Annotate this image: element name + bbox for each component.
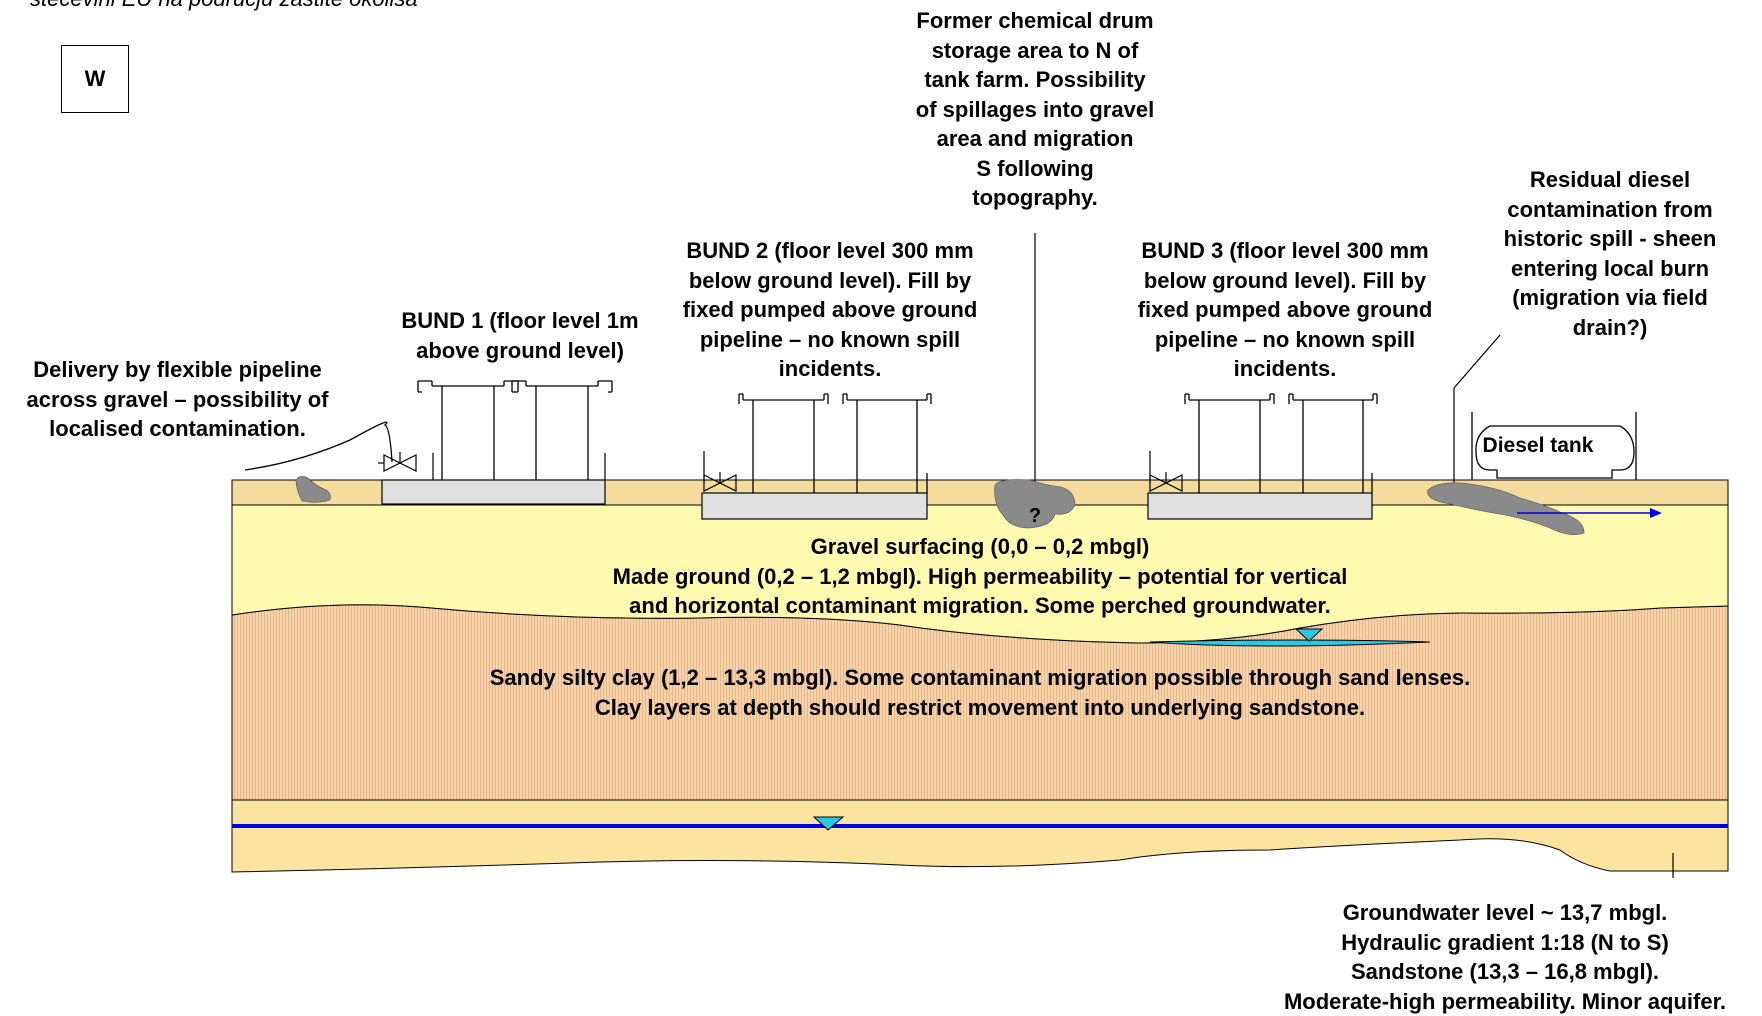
sandstone-layer: [231, 799, 1729, 873]
west-label: W: [84, 66, 106, 91]
diesel-residual-label: Residual diesel contamination from histo…: [1503, 167, 1717, 340]
bund2-floor: [701, 492, 928, 520]
bund1-label: BUND 1 (floor level 1m above ground leve…: [401, 308, 639, 363]
bund2-valve: [703, 451, 737, 492]
diesel-contamination-plume: [1427, 482, 1585, 535]
delivery-label: Delivery by flexible pipeline across gra…: [26, 357, 329, 441]
bund1-floor: [381, 479, 606, 505]
bund3-valve: [1149, 451, 1183, 492]
diesel-tank: [1471, 412, 1637, 480]
page-caption: stečevini EU na području zaštite okoliša: [30, 0, 418, 12]
perched-groundwater: [1149, 639, 1431, 647]
gravel-made-ground-label: Gravel surfacing (0,0 – 0,2 mbgl) Made g…: [612, 534, 1348, 618]
bund1-tanks: [417, 380, 613, 480]
unknown-contamination-mark: ?: [1028, 505, 1042, 527]
groundwater-label: Groundwater level ~ 13,7 mbgl. Hydraulic…: [1283, 900, 1727, 1014]
made-ground-layer: [231, 504, 1729, 644]
bund3-label: BUND 3 (floor level 300 mm below ground …: [1137, 238, 1433, 381]
bund3-floor: [1147, 492, 1373, 520]
perched-water-marker: [1294, 628, 1324, 642]
flexible-pipeline: [244, 421, 393, 471]
bund3-tanks: [1184, 393, 1378, 493]
bund1-valve: [378, 452, 417, 472]
bund2-tanks: [738, 393, 932, 493]
west-orientation-box: W: [61, 45, 129, 113]
drum-storage-label: Former chemical drum storage area to N o…: [915, 8, 1155, 210]
delivery-contamination-patch: [295, 476, 331, 503]
diesel-tank-label: Diesel tank: [1482, 434, 1594, 457]
clay-label: Sandy silty clay (1,2 – 13,3 mbgl). Some…: [489, 665, 1471, 720]
diesel-leader: [1453, 334, 1501, 389]
bund2-label: BUND 2 (floor level 300 mm below ground …: [682, 238, 978, 381]
drum-area-contamination: [994, 479, 1076, 529]
water-table-marker: [812, 816, 845, 831]
